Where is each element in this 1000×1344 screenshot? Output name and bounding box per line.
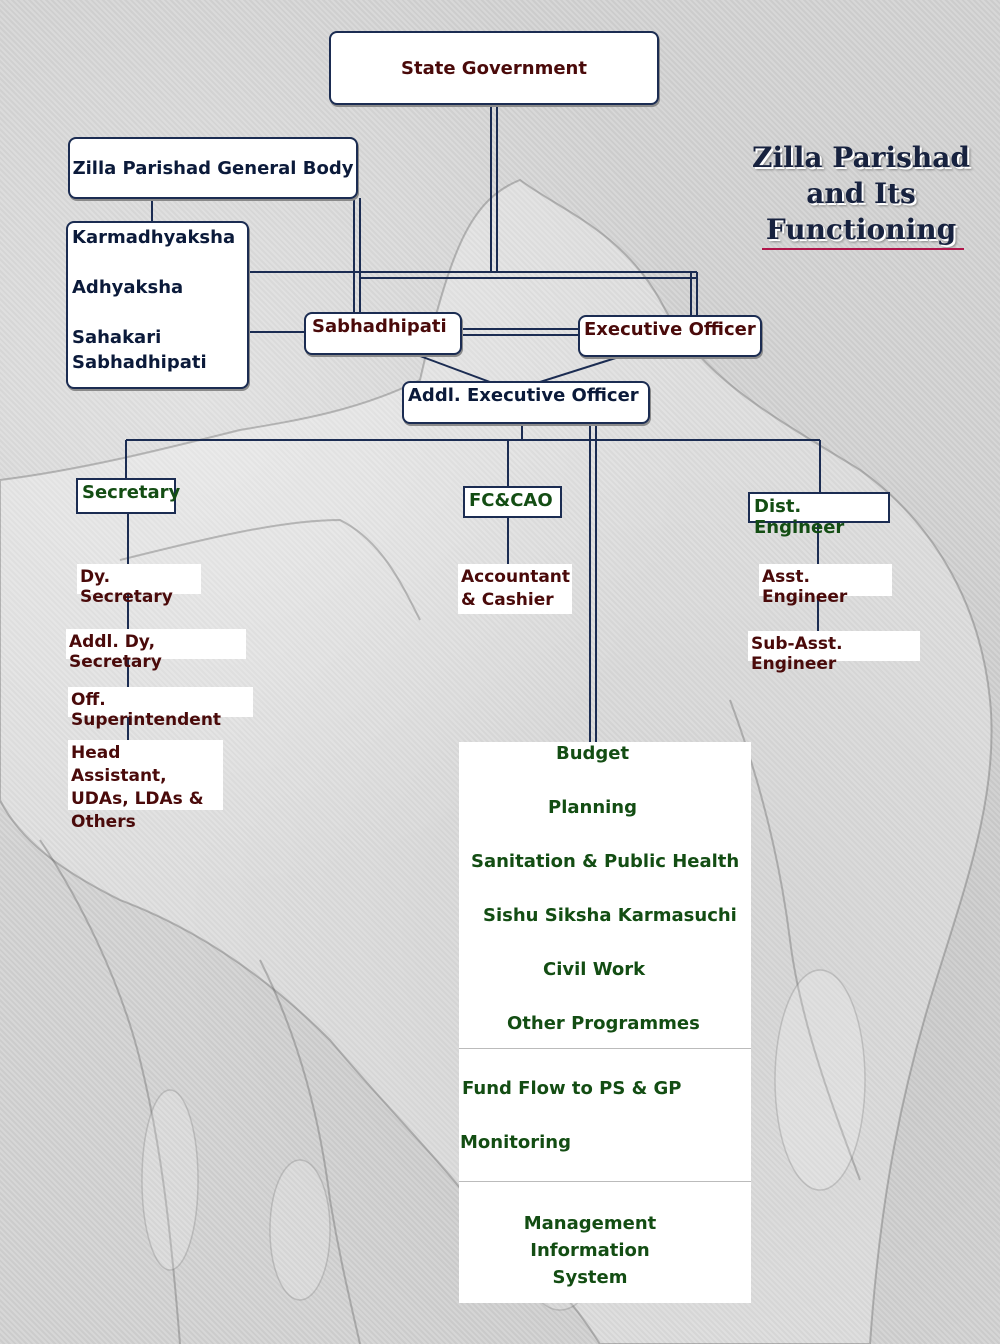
off-superintendent-node: Off. Superintendent	[68, 687, 253, 730]
function-mis-line-2: Information	[530, 1240, 650, 1261]
state-government-label: State Government	[401, 57, 587, 79]
asst-engineer-node: Asst. Engineer	[759, 564, 892, 607]
sabhadhipati-label: Sabhadhipati	[312, 316, 447, 337]
diagram-title: Zilla Parishad and Its Functioning	[736, 140, 986, 248]
addl-dy-secretary-label: Addl. Dy, Secretary	[69, 632, 162, 672]
office-bearers-node: Karmadhyaksha Adhyaksha Sahakari Sabhadh…	[66, 221, 249, 389]
head-assistant-node: Head Assistant, UDAs, LDAs & Others	[68, 740, 223, 832]
function-civil-work: Civil Work	[543, 959, 646, 980]
function-sanitation: Sanitation & Public Health	[471, 851, 740, 872]
secretary-node: Secretary	[76, 478, 180, 514]
function-mis-line-1: Management	[523, 1213, 657, 1234]
function-monitoring: Monitoring	[460, 1132, 571, 1153]
title-underline	[762, 248, 964, 250]
functions-panel	[459, 742, 751, 1303]
karmadhyaksha-label: Karmadhyaksha	[72, 227, 236, 248]
dy-secretary-label: Dy. Secretary	[80, 567, 173, 607]
addl-dy-secretary-node: Addl. Dy, Secretary	[66, 629, 246, 672]
head-assistant-label-2: UDAs, LDAs &	[71, 789, 204, 809]
sabhadhipati-node: Sabhadhipati	[304, 312, 462, 355]
functions-divider-2	[459, 1181, 751, 1182]
function-planning: Planning	[548, 797, 638, 818]
addl-executive-officer-label: Addl. Executive Officer	[408, 385, 639, 406]
dist-engineer-node: Dist. Engineer	[748, 492, 890, 538]
sub-asst-engineer-label: Sub-Asst. Engineer	[751, 634, 843, 674]
title-line-2: and Its	[806, 177, 916, 210]
addl-executive-officer-node: Addl. Executive Officer	[402, 381, 650, 424]
title-line-1: Zilla Parishad	[752, 141, 970, 174]
title-line-3: Functioning	[765, 213, 957, 246]
off-superintendent-label: Off. Superintendent	[71, 690, 222, 730]
general-body-label: Zilla Parishad General Body	[72, 157, 354, 179]
sahakari-label-2: Sabhadhipati	[72, 352, 207, 373]
secretary-label: Secretary	[82, 482, 181, 503]
head-assistant-label-3: Others	[71, 812, 136, 832]
adhyaksha-label: Adhyaksha	[72, 277, 184, 298]
dy-secretary-node: Dy. Secretary	[77, 564, 201, 607]
executive-officer-node: Executive Officer	[578, 315, 762, 357]
accountant-label-2: & Cashier	[461, 590, 554, 610]
fc-cao-label: FC&CAO	[469, 490, 553, 511]
general-body-node: Zilla Parishad General Body	[68, 137, 358, 199]
function-mis-line-3: System	[552, 1267, 628, 1288]
function-fund-flow: Fund Flow to PS & GP	[462, 1078, 682, 1099]
function-mis: Management Information System	[500, 1210, 680, 1291]
dist-engineer-label: Dist. Engineer	[754, 496, 845, 538]
head-assistant-label-1: Head Assistant,	[71, 743, 167, 786]
fc-cao-node: FC&CAO	[463, 486, 562, 518]
function-other-programmes: Other Programmes	[507, 1013, 700, 1034]
functions-divider-1	[459, 1048, 751, 1049]
state-government-node: State Government	[329, 31, 659, 105]
accountant-cashier-node: Accountant & Cashier	[458, 564, 572, 614]
executive-officer-label: Executive Officer	[584, 319, 756, 340]
function-sishu: Sishu Siksha Karmasuchi	[483, 905, 737, 926]
sub-asst-engineer-node: Sub-Asst. Engineer	[748, 631, 920, 674]
accountant-label-1: Accountant	[461, 567, 571, 587]
function-budget: Budget	[556, 743, 630, 764]
asst-engineer-label: Asst. Engineer	[762, 567, 848, 607]
sahakari-label-1: Sahakari	[72, 327, 162, 348]
